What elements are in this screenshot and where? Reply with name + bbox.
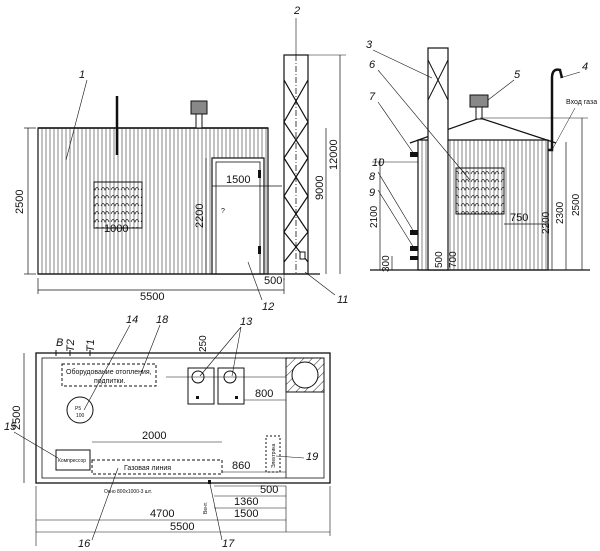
gas-inlet-label: Вход газа [566, 99, 597, 106]
side-view: 2100 300 500 700 750 2200 2300 2500 Вход… [366, 39, 597, 272]
tank-label: 100 [76, 413, 85, 419]
side-roof-vent [469, 94, 489, 108]
dim-chimney-9000: 9000 [314, 176, 326, 200]
dim-side-2200: 2200 [541, 211, 552, 234]
dim-side-2300: 2300 [555, 201, 566, 224]
compressor-label: Компрессор [58, 458, 86, 464]
gas-line-box [91, 459, 223, 475]
callout-12: 12 [262, 301, 274, 313]
dim-chimney-12000: 12000 [328, 139, 340, 170]
door-label: ? [221, 208, 225, 215]
dim-side-2100: 2100 [369, 205, 380, 228]
equipment-note-1: Оборудование отопления, [66, 368, 152, 376]
equipment-note-2: подпитки. [94, 378, 125, 385]
plan-outer [35, 352, 331, 484]
callout-11: 11 [337, 294, 348, 306]
callout-19: 19 [306, 451, 318, 463]
callout-13: 13 [240, 316, 253, 328]
plan-view: Оборудование отопления, подпитки. 250 80… [4, 314, 331, 550]
dim-plan-860: 860 [232, 460, 250, 472]
callout-4: 4 [582, 61, 588, 73]
dim-window-width: 1000 [104, 223, 128, 235]
callout-17: 17 [222, 538, 235, 550]
door [211, 157, 265, 275]
callout-5: 5 [514, 69, 521, 81]
dim-plan-4700: 4700 [150, 508, 174, 520]
dim-plan-2000: 2000 [142, 430, 166, 442]
front-window [93, 181, 143, 229]
dim-door-width: 1500 [226, 174, 250, 186]
expansion-tank [66, 396, 94, 424]
dim-side-2500: 2500 [571, 193, 582, 216]
dim-plan-500: 500 [260, 484, 278, 496]
side-chimney [427, 47, 449, 271]
compressor-box [55, 449, 91, 471]
callout-7: 7 [369, 91, 376, 103]
vent-label: Вент. [203, 502, 209, 514]
callout-6: 6 [369, 59, 376, 71]
gas-pipe [548, 68, 564, 152]
callout-3: 3 [366, 39, 373, 51]
dim-front-height: 2500 [14, 190, 26, 214]
side-label-v: В [56, 337, 63, 349]
dim-plan-1500: 1500 [234, 508, 258, 520]
front-view: ? 2500 5500 1000 2200 1500 500 9000 [14, 5, 348, 313]
callout-14: 14 [126, 314, 138, 326]
electrical-label: Электрика [271, 443, 277, 468]
dim-chimney-width: 500 [264, 275, 282, 287]
side-window [455, 167, 505, 215]
dim-plan-800: 800 [255, 388, 273, 400]
dim-plan-1360: 1360 [234, 496, 258, 508]
dim-side-500: 500 [434, 251, 445, 268]
side-label-t1: Т1 [85, 339, 97, 352]
dim-front-width: 5500 [140, 291, 164, 303]
callout-9: 9 [369, 187, 375, 199]
callout-15: 15 [4, 421, 17, 433]
roof-vent [190, 100, 208, 115]
dim-plan-depth: 2500 [11, 406, 23, 430]
dim-door-height: 2200 [194, 204, 206, 228]
window-note: Окно 800х1000-3 шт. [104, 489, 152, 495]
dim-side-750: 750 [510, 212, 528, 224]
callout-16: 16 [78, 538, 91, 550]
callout-10: 10 [372, 157, 385, 169]
gas-line-label: Газовая линия [124, 465, 171, 472]
dim-side-300: 300 [381, 255, 392, 272]
callout-1: 1 [79, 69, 85, 81]
dim-plan-5500: 5500 [170, 521, 194, 533]
svg-text:Р5: Р5 [75, 406, 81, 412]
dim-plan-250: 250 [198, 335, 209, 352]
callout-2: 2 [293, 5, 300, 17]
callout-18: 18 [156, 314, 169, 326]
dim-side-700: 700 [448, 251, 459, 268]
side-label-t2: Т2 [65, 339, 77, 352]
callout-8: 8 [369, 171, 376, 183]
